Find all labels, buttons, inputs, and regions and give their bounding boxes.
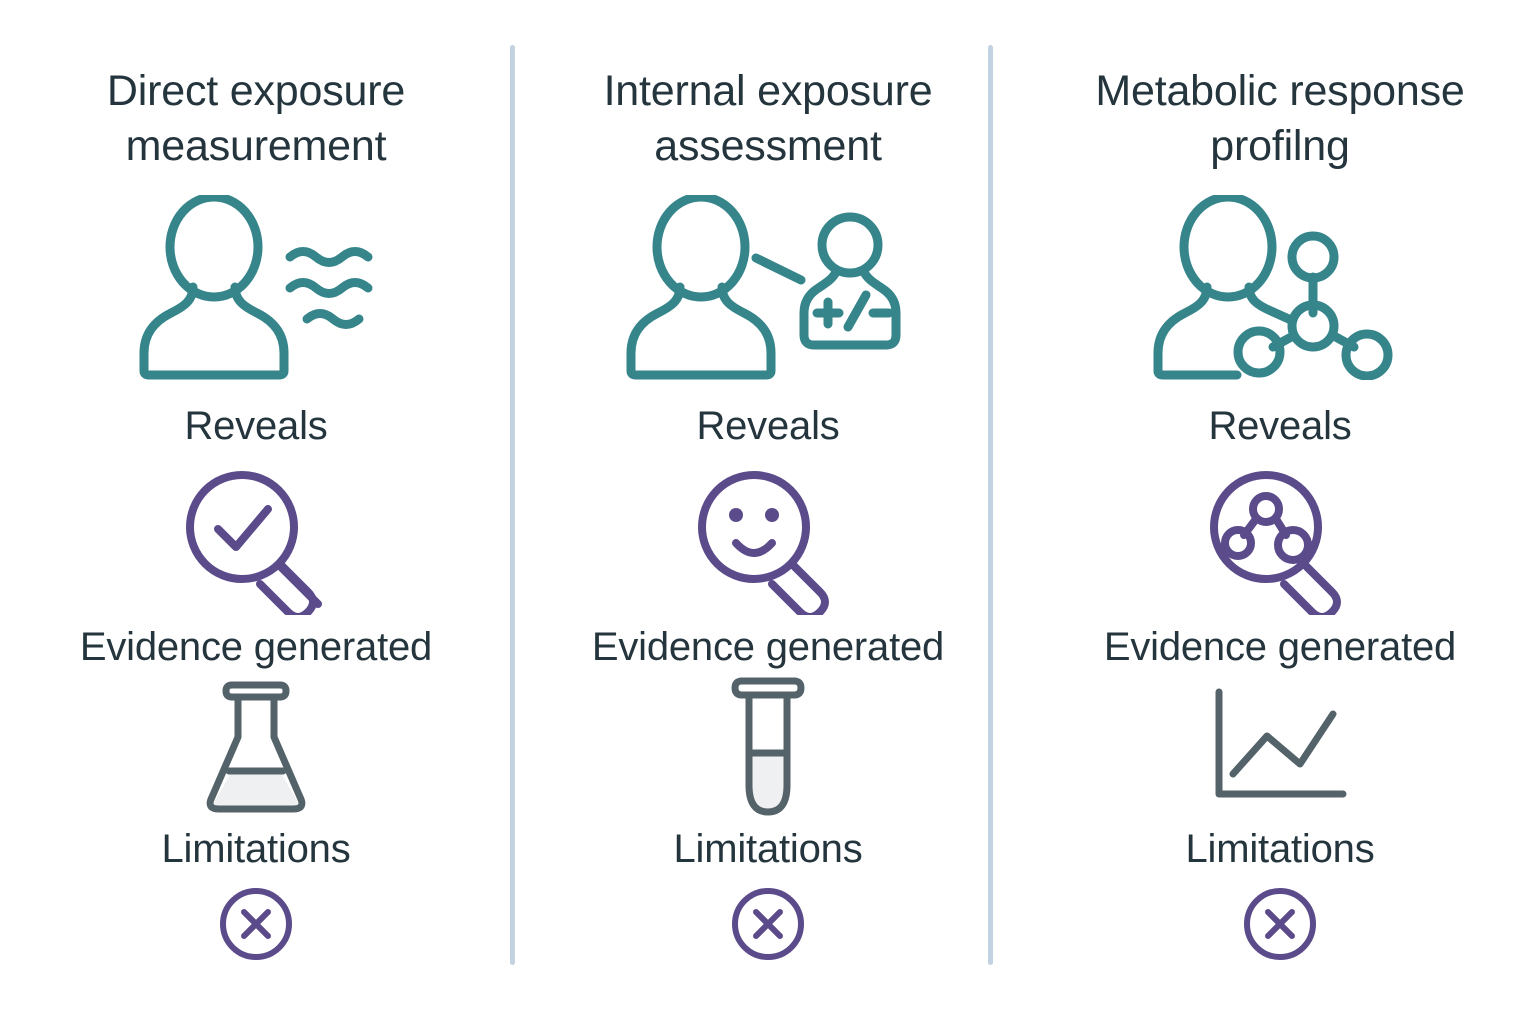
test-tube-icon [718,677,818,822]
column-internal-exposure: Internal exposure assessment [512,0,1024,1024]
column-divider-2 [988,45,993,965]
limitations-label: Limitations [161,827,351,872]
circle-x-icon [730,886,806,962]
person-with-plus-minus-badge-icon [618,194,918,380]
magnifier-network-icon [1200,465,1360,615]
person-with-molecule-icon [1145,194,1415,380]
column-divider-1 [510,45,515,965]
circle-x-icon [1242,886,1318,962]
limitations-icon-slot [730,879,806,969]
erlenmeyer-flask-icon [196,679,316,819]
person-with-waves-icon [131,194,381,380]
line-chart-icon [1205,682,1355,817]
magnifier-smiley-icon [688,465,848,615]
magnifier-checkmark-icon [176,465,336,615]
column-title: Direct exposure measurement [106,67,406,171]
evidence-label: Evidence generated [591,625,945,670]
limitations-label: Limitations [1185,827,1375,872]
circle-x-icon [218,886,294,962]
evidence-icon-slot [1205,669,1355,829]
column-title: Metabolic response profilng [1095,67,1465,171]
hero-icon-slot [1145,192,1415,382]
hero-icon-slot [618,192,918,382]
column-direct-exposure: Direct exposure measurement Reveals [0,0,512,1024]
column-metabolic-response: Metabolic response profilng [1024,0,1536,1024]
evidence-label: Evidence generated [79,625,433,670]
evidence-icon-slot [718,669,818,829]
hero-icon-slot [131,192,381,382]
evidence-label: Evidence generated [1103,625,1457,670]
reveals-label: Reveals [184,404,328,449]
column-title: Internal exposure assessment [603,67,933,171]
reveals-label: Reveals [696,404,840,449]
reveals-icon-slot [1200,452,1360,627]
limitations-icon-slot [218,879,294,969]
reveals-icon-slot [176,452,336,627]
limitations-icon-slot [1242,879,1318,969]
reveals-icon-slot [688,452,848,627]
limitations-label: Limitations [673,827,863,872]
evidence-icon-slot [196,669,316,829]
reveals-label: Reveals [1208,404,1352,449]
